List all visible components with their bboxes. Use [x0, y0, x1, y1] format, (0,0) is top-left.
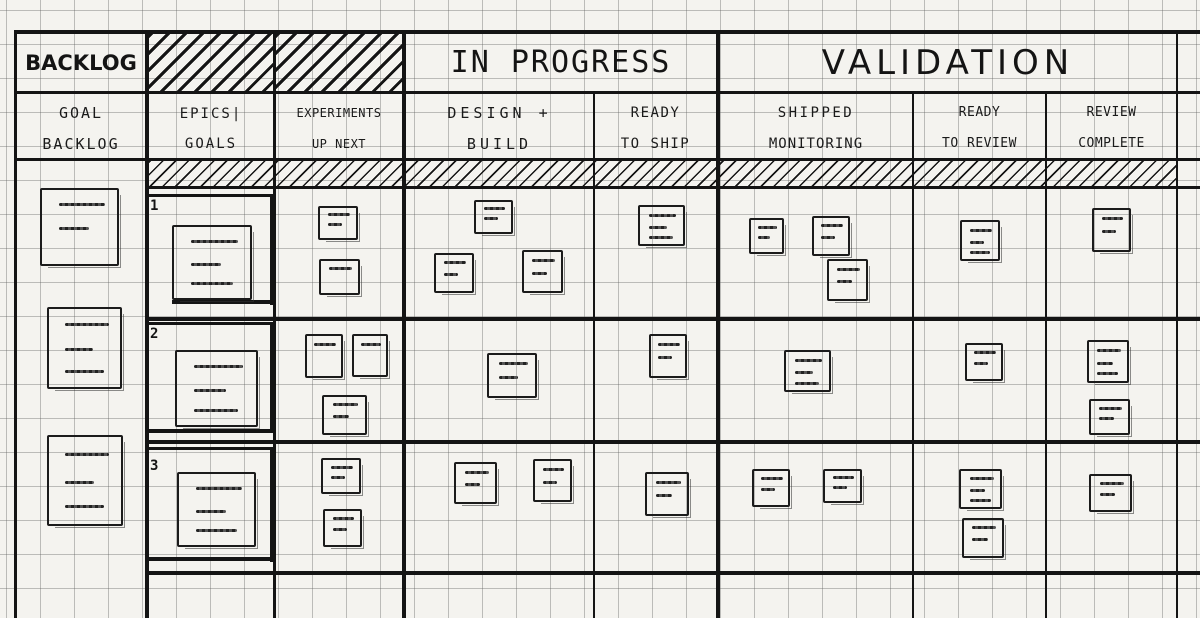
column-header-shipped-monitoring: SHIPPED MONITORING	[720, 96, 912, 158]
complete-card[interactable]	[1089, 399, 1132, 437]
column-header-ready-to-review: READY TO REVIEW	[914, 96, 1045, 158]
wip-limit-band	[149, 161, 1176, 186]
column-header-goal-backlog: GOAL BACKLOG	[17, 96, 145, 158]
column-header-experiments: EXPERIMENTS UP NEXT	[276, 96, 402, 158]
epic-card[interactable]	[172, 225, 254, 302]
swimlane-number: 2	[150, 326, 159, 342]
swimlane-divider-1	[148, 317, 1200, 321]
column-header-design-build: DESIGN + BUILD	[406, 96, 593, 158]
board-left-border	[14, 30, 17, 618]
design-card[interactable]	[522, 250, 565, 295]
design-card[interactable]	[474, 200, 515, 236]
review-card[interactable]	[965, 343, 1005, 383]
column-header-line-1: GOAL	[58, 104, 104, 122]
board-top-border	[14, 30, 1200, 34]
experiment-card[interactable]	[352, 334, 390, 379]
column-header-ready-to-ship: READY TO SHIP	[595, 96, 716, 158]
column-header-line-2: TO REVIEW	[942, 136, 1017, 151]
group-header-validation: VALIDATION	[821, 42, 1075, 83]
column-header-line-1: READY	[958, 105, 1001, 120]
epic-card[interactable]	[175, 350, 260, 429]
experiment-card[interactable]	[321, 458, 363, 496]
complete-card[interactable]	[1089, 474, 1134, 514]
epic-box-edge	[148, 429, 274, 433]
column-header-line-2: BUILD	[466, 135, 533, 153]
review-card[interactable]	[962, 518, 1006, 560]
review-card[interactable]	[959, 469, 1004, 511]
epic-box-edge	[270, 322, 274, 432]
group-header-backlog: BACKLOG	[25, 50, 137, 75]
column-header-line-1: EXPERIMENTS	[296, 106, 382, 120]
column-header-line-1: SHIPPED	[777, 105, 855, 121]
column-divider-inprogress-validation	[716, 30, 720, 618]
column-divider-goal-epics	[145, 30, 149, 618]
column-header-line-1: REVIEW	[1086, 105, 1137, 120]
monitoring-card[interactable]	[752, 469, 792, 509]
complete-card[interactable]	[1092, 208, 1133, 254]
column-header-line-1: EPICS|	[179, 106, 243, 122]
column-header-line-2: TO SHIP	[620, 136, 691, 152]
design-card[interactable]	[487, 353, 539, 400]
review-card[interactable]	[960, 220, 1002, 263]
column-divider-experiments-design	[402, 30, 406, 618]
goal-card[interactable]	[47, 307, 124, 391]
epic-box-edge	[172, 300, 272, 304]
monitoring-card[interactable]	[749, 218, 786, 256]
wip-band-bottom	[148, 186, 1200, 189]
epic-box-edge	[148, 447, 274, 450]
hatched-header-epics	[149, 34, 273, 91]
epic-box-edge	[270, 447, 274, 562]
goal-card[interactable]	[47, 435, 125, 528]
epic-box-edge	[148, 557, 274, 561]
design-card[interactable]	[454, 462, 499, 506]
experiment-card[interactable]	[305, 334, 345, 380]
hatched-header-experiments	[276, 34, 402, 91]
epic-box-edge	[148, 322, 274, 325]
swimlane-bottom	[148, 571, 1200, 575]
group-header-divider	[14, 91, 1200, 94]
column-divider-shipped-review	[912, 92, 914, 618]
swimlane-divider-2	[148, 440, 1200, 444]
monitoring-card[interactable]	[784, 350, 833, 394]
ship-card[interactable]	[638, 205, 687, 248]
epic-box-edge	[270, 194, 274, 305]
complete-card[interactable]	[1087, 340, 1131, 385]
monitoring-card[interactable]	[812, 216, 852, 258]
swimlane-number: 3	[150, 458, 159, 474]
epic-lane-divider	[148, 194, 274, 197]
column-divider-ready-review-complete	[1045, 92, 1047, 618]
column-divider-epics-experiments	[273, 30, 276, 618]
monitoring-card[interactable]	[827, 259, 870, 303]
design-card[interactable]	[434, 253, 476, 295]
column-divider-design-ready	[593, 92, 595, 618]
epic-card[interactable]	[177, 472, 258, 549]
ship-card[interactable]	[645, 472, 691, 518]
column-header-review-complete: REVIEW COMPLETE	[1047, 96, 1176, 158]
group-header-in-progress: IN PROGRESS	[450, 45, 672, 80]
design-card[interactable]	[533, 459, 574, 504]
column-header-line-1: DESIGN +	[447, 104, 552, 122]
monitoring-card[interactable]	[823, 469, 864, 505]
column-header-line-2: UP NEXT	[311, 137, 367, 151]
ship-card[interactable]	[649, 334, 689, 380]
experiment-card[interactable]	[319, 259, 362, 297]
column-header-line-2: GOALS	[184, 136, 238, 152]
experiment-card[interactable]	[322, 395, 369, 437]
column-header-divider	[14, 158, 1200, 161]
column-header-line-2: COMPLETE	[1078, 136, 1145, 151]
column-header-line-2: BACKLOG	[42, 135, 120, 153]
column-header-epics-goals: EPICS| GOALS	[149, 96, 273, 158]
goal-card[interactable]	[40, 188, 121, 268]
board-right-border	[1176, 30, 1178, 618]
experiment-card[interactable]	[323, 509, 364, 549]
swimlane-number: 1	[150, 198, 159, 214]
column-header-line-2: MONITORING	[768, 136, 864, 152]
column-header-line-1: READY	[630, 105, 681, 121]
experiment-card[interactable]	[318, 206, 360, 242]
